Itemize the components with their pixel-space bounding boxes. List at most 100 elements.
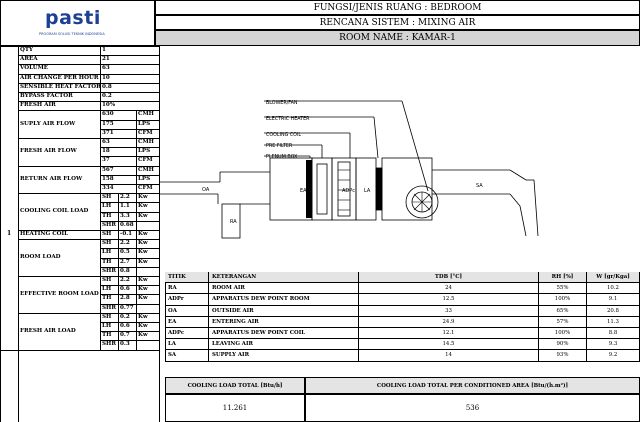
points-cell: RA [165, 283, 209, 295]
points-header: W [gr/Kga] [587, 272, 640, 284]
param-label-shf: SENSIBLE HEAT FACTOR [20, 83, 100, 90]
return-air-flow-label: RETURN AIR FLOW [20, 175, 83, 182]
supply-air-flow-label: SUPLY AIR FLOW [20, 120, 76, 127]
cooling-coil-load-key: LH [102, 203, 112, 210]
fresh-air-load-unit [136, 340, 156, 349]
param-value-qty: 1 [102, 47, 106, 53]
label-ea: EA [300, 188, 307, 194]
room-load-value: 2.7 [120, 258, 130, 265]
cooling-total-value: 11.261 [222, 404, 248, 412]
row-index-column: 1 [1, 46, 19, 422]
cooling-coil-load-key: SHR [102, 221, 116, 228]
fresh-air-load-key: LH [102, 323, 112, 329]
effective-room-load-key: TH [102, 295, 112, 302]
room-load-key: SHR [102, 267, 116, 274]
effective-room-load-key: LH [102, 286, 112, 293]
points-cell: 9.1 [587, 294, 640, 306]
return-duct [221, 203, 241, 239]
supply-air-flow-value: 175 [102, 120, 114, 127]
points-cell: APPARATUS DEW POINT ROOM [209, 294, 359, 306]
fresh-air-flow-value: 37 [102, 157, 110, 164]
heating-coil-label: HEATING COIL [20, 231, 69, 237]
param-value-bypass: 0.2 [102, 93, 112, 99]
label-la: LA [364, 188, 371, 194]
cooling-coil-load-value: 2.2 [120, 194, 130, 201]
row-index: 1 [7, 230, 12, 237]
param-value-ach: 10 [102, 74, 110, 81]
fresh-air-flow-unit: CMH [138, 139, 154, 145]
param-label-fresh: FRESH AIR [20, 102, 56, 109]
points-cell: 20.8 [587, 305, 640, 317]
label-heater: ELECTRIC HEATER [266, 116, 310, 122]
fresh-air-flow-value: 18 [102, 148, 110, 155]
points-cell: 93% [539, 350, 587, 362]
fresh-air-load-key: TH [102, 332, 112, 339]
effective-room-load-value: 2.2 [120, 277, 130, 283]
cooling-coil-load-unit: Kw [138, 203, 148, 210]
cooling-total-label: COOLING LOAD TOTAL [Btu/h] [187, 383, 283, 389]
effective-room-load-key: SHR [102, 304, 116, 311]
label-plenum: PLENUM BOX [266, 154, 298, 160]
fresh-air-load-unit: Kw [138, 332, 148, 339]
return-air-flow-unit: LPS [138, 175, 151, 182]
parameters-table: 1 [0, 46, 160, 422]
fresh-air-flow-unit: CFM [138, 157, 153, 164]
fresh-air-load-key: SH [102, 313, 112, 320]
points-cell: APPARATUS DEW POINT COIL [209, 328, 359, 340]
header-function: FUNGSI/JENIS RUANG : BEDROOM [155, 0, 640, 16]
cooling-coil-load-value: 3.3 [120, 212, 130, 219]
room-load-unit [136, 267, 156, 276]
points-cell: ENTERING AIR [209, 316, 359, 328]
pre-filter [311, 157, 333, 221]
label-prefilter: PRE FILTER [266, 143, 293, 149]
param-value-shf: 0.8 [102, 83, 112, 90]
room-load-unit: Kw [138, 240, 148, 247]
points-cell: SA [165, 350, 209, 362]
return-air-flow-value: 158 [102, 175, 114, 182]
effective-room-load-label: EFFECTIVE ROOM LOAD [20, 290, 99, 297]
header-room-name: ROOM NAME : KAMAR-1 [155, 30, 640, 46]
supply-air-flow-unit: LPS [138, 120, 151, 127]
effective-room-load-key: SH [102, 277, 112, 283]
effective-room-load-unit: Kw [138, 295, 148, 302]
points-cell: 14.5 [359, 339, 539, 351]
heating-coil-value: -0.1 [120, 231, 133, 237]
room-load-key: LH [102, 249, 112, 256]
points-cell: ROOM AIR [209, 283, 359, 295]
cooling-coil-load-value: 0.68 [120, 221, 134, 228]
param-label-volume: VOLUME [20, 65, 49, 72]
fresh-air-load-value: 0.7 [120, 332, 130, 339]
ahu-schematic: BLOWER/FAN ELECTRIC HEATER COOLING COIL … [160, 100, 539, 239]
cooling-coil-load-key: SH [102, 194, 112, 201]
effective-room-load-unit: Kw [138, 286, 148, 293]
room-load-key: SH [102, 240, 112, 247]
label-sa: SA [476, 183, 483, 189]
fresh-air-load-value: 0.3 [120, 341, 130, 348]
points-cell: 12.5 [359, 294, 539, 306]
points-cell: LEAVING AIR [209, 339, 359, 351]
fresh-air-load-unit: Kw [138, 313, 148, 320]
points-cell: 24.9 [359, 316, 539, 328]
cooling-coil-load-label: COOLING COIL LOAD [20, 208, 89, 214]
param-label-qty: QTY [20, 47, 34, 53]
effective-room-load-unit [136, 304, 156, 313]
effective-room-load-value: 0.6 [120, 286, 130, 293]
points-cell: LA [165, 339, 209, 351]
effective-room-load-value: 0.77 [120, 304, 134, 311]
heating-coil-unit: Kw [138, 231, 148, 237]
points-cell: 100% [539, 294, 587, 306]
param-value-fresh: 10% [102, 102, 116, 109]
effective-room-load-value: 2.8 [120, 295, 130, 302]
points-cell: ADPr [165, 294, 209, 306]
points-header: KETERANGAN [209, 272, 359, 284]
return-air-flow-unit: CMH [138, 166, 154, 173]
room-load-value: 0.8 [120, 267, 130, 274]
points-cell: SUPPLY AIR [209, 350, 359, 362]
room-load-value: 0.5 [120, 249, 130, 256]
return-air-flow-value: 567 [102, 166, 114, 173]
points-cell: 65% [539, 305, 587, 317]
points-cell: EA [165, 316, 209, 328]
supply-air-flow-unit: CMH [138, 111, 154, 118]
cooling-coil-load-unit: Kw [138, 212, 148, 219]
cooling-coil-load-unit [136, 221, 156, 230]
